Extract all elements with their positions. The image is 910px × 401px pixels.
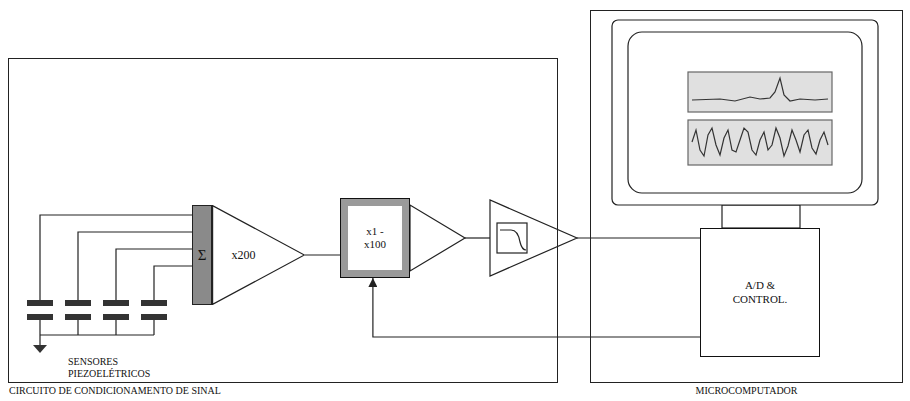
wire [78,232,192,300]
wire [40,215,192,300]
wave-panel [688,120,832,165]
wire [154,266,192,300]
variable-gain-box: x1 - x100 [340,198,410,278]
buffer-amplifier [410,205,465,271]
block-label: x1 - x100 [358,225,392,251]
adc-control-box: A/D & CONTROL. [700,228,820,357]
wire [465,237,490,238]
sensor-plate [65,314,91,320]
amplifier-outline [212,205,305,305]
sensor-plate [65,300,91,306]
monitor-case [612,20,878,205]
sensor-plate [27,300,53,306]
control-arrow [373,278,700,337]
filter-icon-frame [497,223,527,253]
signal-wire [577,237,700,238]
block-label: x200 [232,248,256,262]
sensor-plate [103,300,129,306]
amplifier-triangle: x200 [212,205,305,305]
amplifier-shape [213,206,305,305]
microcomputer-region: A/D & CONTROL.MICROCOMPUTADOR [590,10,903,383]
waveform [692,78,828,101]
region-caption: CIRCUITO DE CONDICIONAMENTO DE SINAL [9,385,557,397]
signal-chain [410,200,700,276]
signal-wire [305,254,340,255]
wire [116,249,192,300]
sensor-plate [141,300,167,306]
ground-wire [40,320,154,345]
sensor-wiring [40,215,192,345]
wave-panel [688,72,832,112]
monitor-stand [722,205,800,228]
sensor-label: SENSORES PIEZOELÉTRICOS [68,356,168,380]
piezo-sensors [27,300,167,353]
block-label: Σ [198,246,207,264]
summing-junction: Σ [192,205,212,305]
ground-symbol [33,345,47,353]
waveform [692,128,828,156]
label-holder: SENSORES PIEZOELÉTRICOS [68,356,168,380]
monitor-screen [628,32,862,193]
block-label: A/D & CONTROL. [724,279,796,305]
filter-curve [500,230,526,250]
region-caption: MICROCOMPUTADOR [591,385,902,397]
sensor-plate [103,314,129,320]
circuit-region: Σx200x1 - x100CIRCUITO DE CONDICIONAMENT… [8,58,558,383]
lowpass-filter [490,200,577,276]
sensor-plate [141,314,167,320]
monitor [612,20,878,228]
sensor-plate [27,314,53,320]
